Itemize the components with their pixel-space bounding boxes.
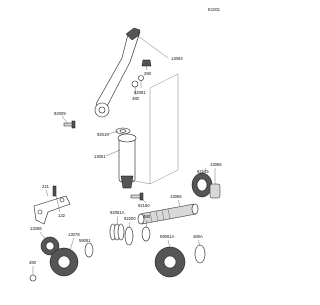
label-92145: 92145 bbox=[197, 169, 209, 174]
spring-92081a bbox=[109, 223, 125, 241]
label-92009: 92009 bbox=[54, 111, 66, 116]
ratchet-gear-92145 bbox=[191, 172, 213, 198]
label-480a: 480A bbox=[193, 234, 203, 239]
label-480-left: 480 bbox=[29, 260, 37, 265]
washer-92019 bbox=[115, 127, 131, 135]
label-92150: 92150 bbox=[138, 203, 150, 208]
label-480-mid: 480 bbox=[143, 214, 151, 219]
guide-bracket bbox=[33, 195, 71, 225]
label-59051a: 59051A bbox=[160, 234, 175, 239]
kick-shaft bbox=[117, 133, 137, 189]
washer-92200 bbox=[124, 226, 134, 246]
spring-92081 bbox=[138, 75, 144, 81]
label-221: 221 bbox=[42, 184, 50, 189]
circlip-480 bbox=[141, 226, 151, 242]
collar-13070 bbox=[209, 183, 221, 199]
gear-59051a bbox=[154, 246, 186, 278]
bolt-132 bbox=[52, 185, 57, 197]
diagram-id: E1001 bbox=[208, 7, 221, 12]
label-13065: 13065 bbox=[210, 162, 222, 167]
circlip-480a bbox=[194, 244, 206, 264]
label-290: 290 bbox=[144, 71, 152, 76]
gear-13286 bbox=[40, 236, 60, 256]
washer-59051 bbox=[84, 242, 94, 258]
gear-13078 bbox=[49, 247, 79, 277]
cap-290 bbox=[141, 59, 152, 67]
parts-diagram: E1001 bbox=[29, 7, 222, 282]
circlip-480-left bbox=[29, 274, 37, 282]
leader-lines bbox=[32, 35, 216, 275]
label-92200: 92200 bbox=[124, 216, 136, 221]
kick-pedal-arm bbox=[94, 27, 141, 118]
label-13286: 13286 bbox=[30, 226, 42, 231]
label-13066: 13066 bbox=[170, 194, 182, 199]
label-59051: 59051 bbox=[79, 238, 91, 243]
ball-480 bbox=[131, 80, 139, 88]
reference-box bbox=[120, 73, 179, 185]
label-132: 132 bbox=[58, 213, 66, 218]
bolt-92150 bbox=[130, 192, 144, 201]
label-92019: 92019 bbox=[97, 132, 109, 137]
bolt-92009 bbox=[63, 120, 76, 129]
label-13078: 13078 bbox=[68, 232, 80, 237]
label-480: 480 bbox=[132, 96, 140, 101]
kick-spindle bbox=[137, 203, 199, 225]
label-13064: 13064 bbox=[171, 56, 183, 61]
label-92081a: 92081A bbox=[110, 210, 125, 215]
label-92081: 92081 bbox=[134, 90, 146, 95]
label-13061: 13061 bbox=[94, 154, 106, 159]
